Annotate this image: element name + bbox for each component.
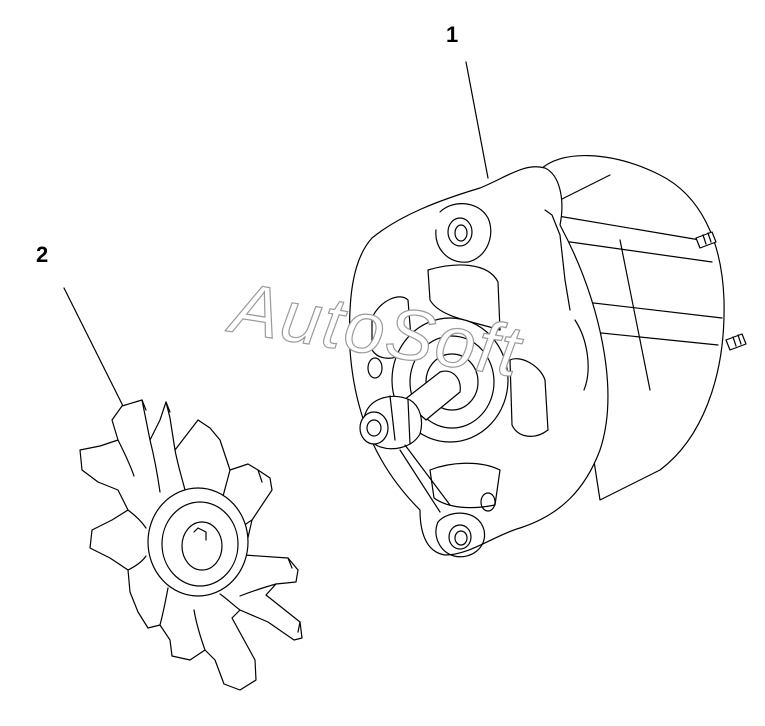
terminal-stud-top [695, 231, 717, 249]
terminal-stud-bottom [725, 333, 747, 351]
mounting-hole-top [447, 217, 473, 247]
shaft-nut [359, 395, 423, 450]
leader-line-2 [63, 287, 125, 409]
fan-bore [181, 521, 223, 571]
alternator-rear-housing [539, 155, 725, 501]
callout-label-2: 2 [36, 242, 49, 267]
callout-label-1: 1 [446, 22, 459, 47]
leader-line-1 [465, 61, 489, 179]
alternator-part-1 [348, 155, 747, 558]
fan-part-2 [79, 399, 303, 691]
